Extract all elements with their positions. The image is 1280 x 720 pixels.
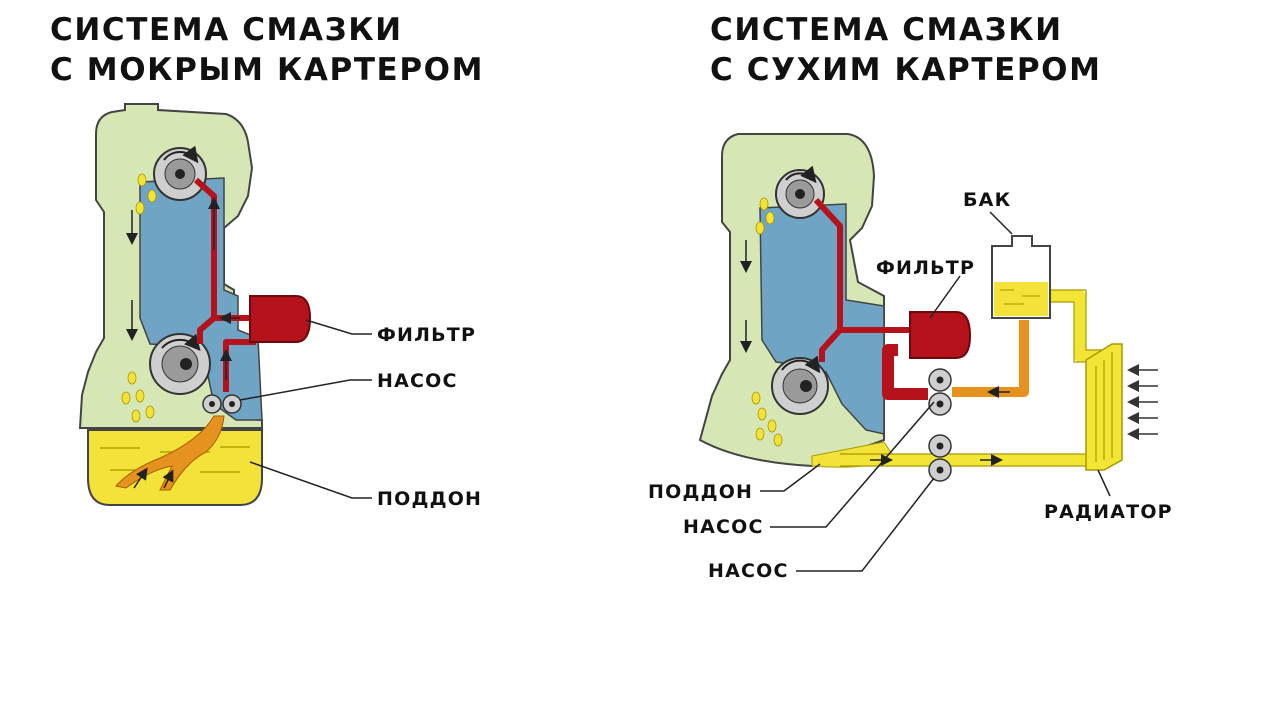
right-title-line2: С СУХИМ КАРТЕРОМ: [710, 52, 1102, 88]
dry-label-filter: ФИЛЬТР: [876, 257, 975, 279]
dry-label-tank: БАК: [963, 189, 1011, 211]
dry-pressure-pump: [928, 368, 952, 416]
left-title-line1: СИСТЕМА СМАЗКИ: [50, 12, 403, 48]
wet-label-sump: ПОДДОН: [377, 488, 482, 510]
wet-sump-engine: [78, 103, 312, 506]
wet-oil-filter: [249, 295, 312, 343]
dry-scavenge-line: [840, 290, 1106, 466]
left-title-line2: С МОКРЫМ КАРТЕРОМ: [50, 52, 485, 88]
dry-scavenge-pump: [928, 434, 952, 482]
dry-oil-channels: [813, 197, 912, 362]
dry-oil-tank: [991, 235, 1051, 319]
wet-label-pump: НАСОС: [377, 370, 458, 392]
right-title-line1: СИСТЕМА СМАЗКИ: [710, 12, 1063, 48]
wet-camshaft: [153, 145, 207, 201]
dry-label-radiator: РАДИАТОР: [1044, 501, 1173, 523]
wet-label-filter: ФИЛЬТР: [377, 324, 476, 346]
dry-sump-engine: [698, 133, 1158, 482]
wet-oil-pump: [202, 394, 242, 414]
dry-water-jacket: [759, 203, 885, 435]
wet-crankshaft: [149, 333, 211, 395]
left-title: СИСТЕМА СМАЗКИ С МОКРЫМ КАРТЕРОМ: [50, 10, 484, 90]
wet-flow-arrows: [126, 197, 240, 380]
dry-label-pump-2: НАСОС: [708, 560, 789, 582]
dry-radiator: [1085, 343, 1123, 471]
dry-oil-drops: [751, 197, 783, 447]
wet-leader-lines: [239, 319, 372, 499]
wet-oil-drops: [121, 173, 157, 423]
dry-crankshaft: [771, 355, 829, 415]
right-title: СИСТЕМА СМАЗКИ С СУХИМ КАРТЕРОМ: [710, 10, 1102, 90]
dry-airflow-arrows: [1127, 364, 1158, 440]
dry-camshaft: [775, 165, 825, 219]
dry-oil-filter: [909, 311, 972, 359]
dry-return-line: [952, 320, 1029, 397]
dry-label-pump-1: НАСОС: [683, 516, 764, 538]
dry-label-sump: ПОДДОН: [648, 481, 753, 503]
dry-leader-lines: [760, 211, 1111, 572]
